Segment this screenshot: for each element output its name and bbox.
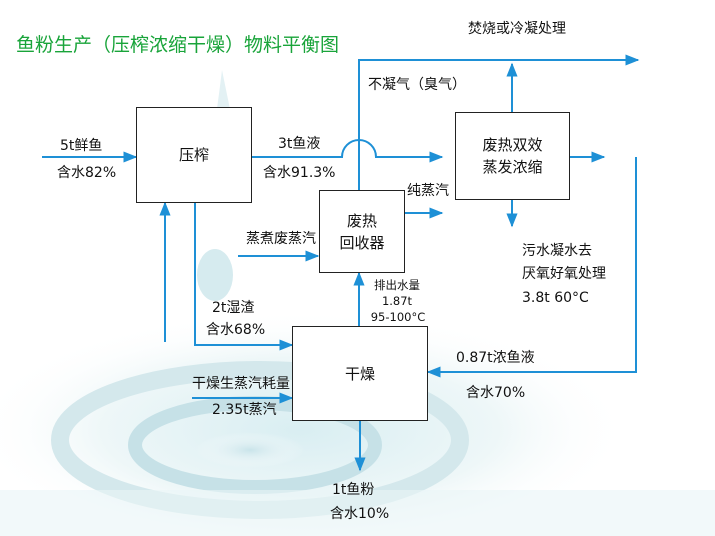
discharge-label-line1: 排出水量: [374, 278, 420, 292]
wastewater-label-line3: 3.8t 60°C: [522, 290, 589, 306]
wet-residue-amount: 2t湿渣: [212, 300, 255, 316]
dry-steam-label-line2: 2.35t蒸汽: [212, 402, 277, 418]
fish-liquor-water: 含水91.3%: [263, 165, 336, 181]
fish-liquor-amount: 3t鱼液: [278, 136, 321, 152]
discharge-label-line3: 95-100°C: [370, 310, 426, 324]
discharge-label-line2: 1.87t: [381, 294, 413, 308]
noncondensable-line: [358, 54, 640, 190]
pure-steam-label: 纯蒸汽: [407, 183, 449, 199]
dryer-box: 干燥: [292, 326, 428, 421]
concentrate-amount: 0.87t浓鱼液: [456, 350, 535, 366]
concentrate-return-arrow: [426, 157, 637, 378]
dry-steam-label-line1: 干燥生蒸汽耗量: [192, 376, 290, 392]
fresh-fish-water: 含水82%: [57, 165, 117, 181]
double-effect-evaporator-box: 废热双效 蒸发浓缩: [455, 112, 570, 200]
concentrate-water: 含水70%: [466, 385, 526, 401]
recovery-label-line2: 回收器: [339, 233, 385, 252]
press-box: 压榨: [136, 107, 252, 203]
evaporator-label-line2: 蒸发浓缩: [482, 158, 543, 176]
wastewater-label-line2: 厌氧好氧处理: [522, 266, 606, 282]
fishmeal-water: 含水10%: [330, 506, 390, 522]
press-label: 压榨: [178, 146, 209, 164]
waste-heat-recovery-box: 废热 回收器: [319, 190, 405, 273]
dryer-label: 干燥: [344, 364, 375, 383]
diagram-title: 鱼粉生产（压榨浓缩干燥）物料平衡图: [16, 34, 340, 56]
evaporator-label-line1: 废热双效: [482, 136, 543, 154]
wet-residue-arrow: [194, 203, 294, 351]
wet-residue-water: 含水68%: [206, 322, 266, 338]
fresh-fish-amount: 5t鲜鱼: [60, 138, 103, 154]
recovery-label-line1: 废热: [346, 211, 377, 230]
incineration-label: 焚烧或冷凝处理: [468, 21, 566, 37]
wastewater-label-line1: 污水凝水去: [522, 243, 592, 259]
fishmeal-amount: 1t鱼粉: [332, 482, 375, 498]
noncondensable-gas-label: 不凝气（臭气）: [368, 77, 466, 93]
cooking-waste-steam-label: 蒸煮废蒸汽: [246, 231, 316, 247]
